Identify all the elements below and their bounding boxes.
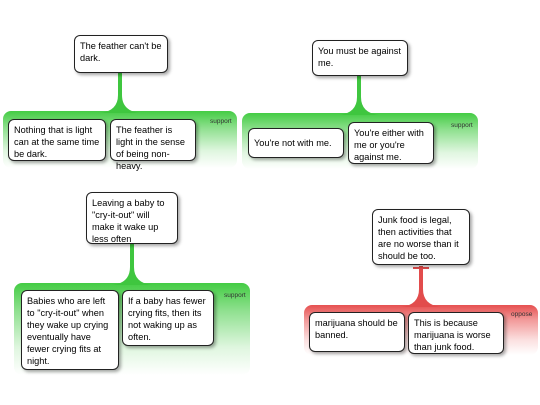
premise-box[interactable]: Babies who are left to "cry-it-out" when… [21, 290, 119, 370]
premise-box[interactable]: The feather is light in the sense of bei… [110, 119, 196, 171]
relation-tag: support [451, 122, 473, 129]
premise-box[interactable]: This is because marijuana is worse than … [408, 312, 504, 354]
premise-box[interactable]: If a baby has fewer crying fits, then it… [122, 290, 214, 346]
premise-box[interactable]: You're not with me. [248, 128, 344, 158]
support-connector [118, 72, 122, 113]
relation-tag: support [224, 292, 246, 299]
premise-box[interactable]: Nothing that is light can at the same ti… [8, 119, 106, 161]
premise-box[interactable]: marijuana should be banned. [309, 312, 405, 352]
support-connector-flare [100, 95, 140, 113]
oppose-connector-flare [401, 289, 441, 307]
claim-box[interactable]: The feather can't be dark. [74, 35, 168, 73]
relation-tag: oppose [511, 311, 533, 318]
support-connector-flare [339, 97, 379, 115]
oppose-marker [413, 267, 429, 269]
support-connector [130, 243, 134, 285]
premise-box[interactable]: You're either with me or you're against … [348, 122, 434, 164]
claim-box[interactable]: Junk food is legal, then activities that… [372, 209, 470, 265]
support-connector [357, 75, 361, 115]
support-connector-flare [112, 267, 152, 285]
claim-box[interactable]: You must be against me. [312, 40, 408, 76]
relation-tag: support [210, 118, 232, 125]
claim-box[interactable]: Leaving a baby to "cry-it-out" will make… [86, 192, 178, 244]
oppose-connector [419, 266, 423, 307]
